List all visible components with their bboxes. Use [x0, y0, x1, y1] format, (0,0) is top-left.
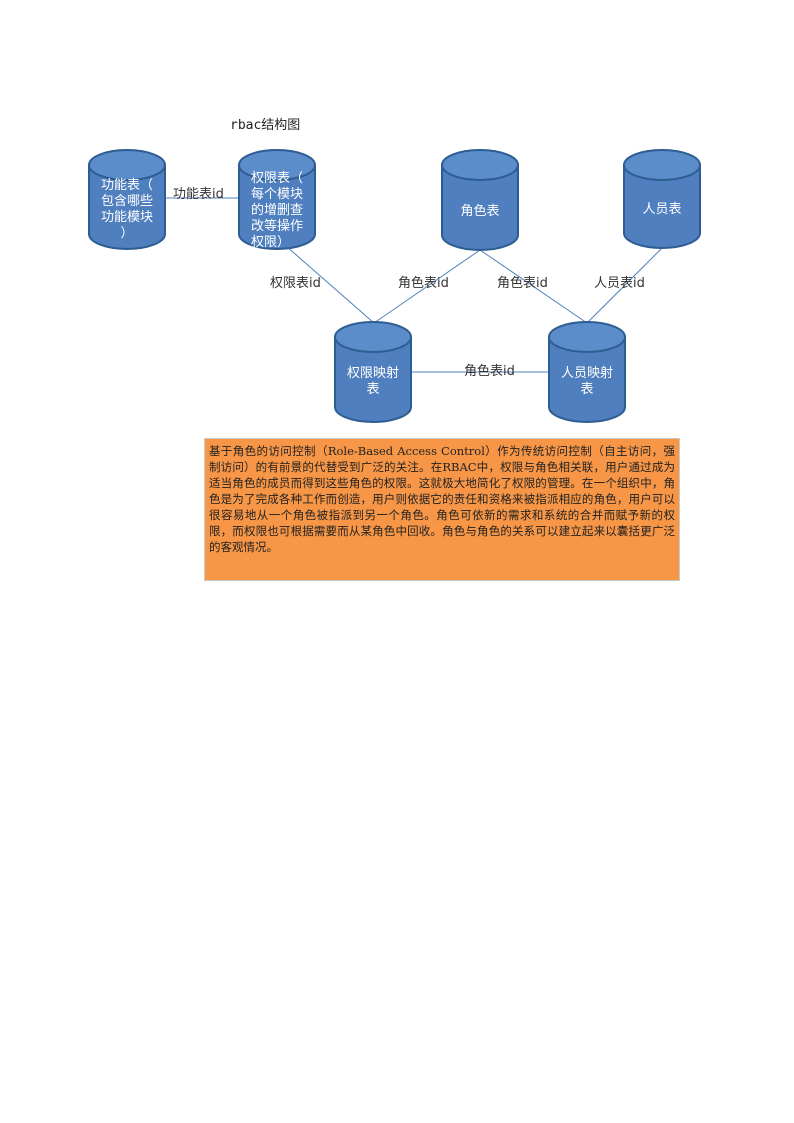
edge-role-permmap [373, 249, 481, 324]
node-label-person-table: 人员表 [642, 202, 682, 217]
edge-label-permission-id: 权限表id [270, 276, 321, 291]
person-table-cylinder [623, 149, 701, 249]
node-label-person-mapping: 人员映射 表 [560, 366, 613, 397]
node-label-role-table: 角色表 [460, 204, 500, 219]
permission-table-cylinder [238, 149, 316, 250]
node-label-function-table: 功能表（ 包含哪些 功能模块 ） [100, 178, 153, 241]
edge-permission-permmap [285, 245, 375, 324]
diagram-title: rbac结构图 [230, 118, 301, 133]
edge-label-role-id-left: 角色表id [398, 276, 449, 291]
node-label-permission-table: 权限表（ 每个模块 的增删查 改等操作 权限） [251, 171, 304, 250]
edge-label-function-id: 功能表id [173, 187, 224, 202]
node-label-permission-mapping: 权限映射 表 [346, 366, 399, 397]
permission-mapping-cylinder [334, 321, 412, 423]
edge-role-personmap [479, 249, 588, 324]
edge-person-personmap [586, 247, 663, 324]
function-table-cylinder [88, 149, 166, 250]
rbac-description-note: 基于角色的访问控制（Role-Based Access Control）作为传统… [204, 438, 680, 581]
edge-label-person-id: 人员表id [594, 276, 645, 291]
role-table-cylinder [441, 149, 519, 251]
edge-label-role-id-bottom: 角色表id [464, 364, 515, 379]
person-mapping-cylinder [548, 321, 626, 423]
edge-label-role-id-right: 角色表id [497, 276, 548, 291]
